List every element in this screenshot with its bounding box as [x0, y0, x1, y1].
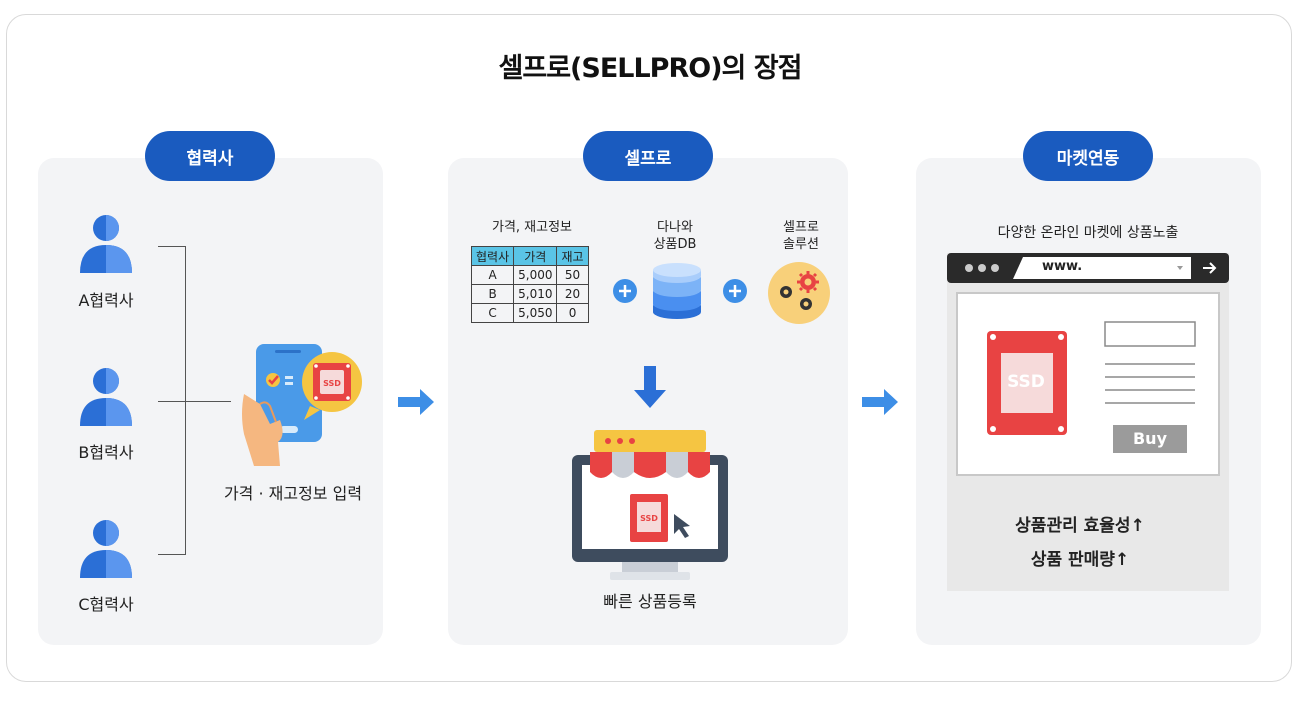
table-cell: B	[470, 284, 515, 304]
arrow-down-icon	[634, 366, 666, 408]
person-icon	[80, 520, 132, 578]
browser-icon	[947, 253, 1229, 591]
benefit-line-2: 상품 판매량↑	[990, 545, 1170, 570]
partner-input-label: 가격 · 재고정보 입력	[223, 484, 363, 503]
partner-c-label: C협력사	[78, 595, 134, 614]
table-header-cell: 협력사	[470, 246, 515, 266]
partner-header: 협력사	[145, 131, 275, 181]
phone-icon: SSD	[242, 344, 362, 466]
table-cell: 50	[556, 265, 589, 285]
table-cell: C	[470, 303, 515, 323]
connector-line	[158, 554, 186, 555]
table-cell: 5,050	[513, 303, 558, 323]
svg-text:SSD: SSD	[640, 514, 658, 523]
connector-line	[185, 246, 186, 555]
table-header-cell: 가격	[513, 246, 558, 266]
database-icon	[653, 263, 701, 319]
arrow-right-icon	[862, 389, 898, 415]
person-icon	[80, 368, 132, 426]
ssd-chip-label: SSD	[1007, 372, 1045, 392]
plus-icon	[613, 279, 637, 303]
table-cell: 5,000	[513, 265, 558, 285]
solution-label-1: 셀프로	[783, 220, 819, 235]
buy-button[interactable]: Buy	[1132, 429, 1167, 448]
arrow-up-icon: ↑	[1130, 516, 1145, 536]
table-row: C 5,050 0	[470, 303, 589, 323]
table-row: B 5,010 20	[470, 284, 589, 304]
price-stock-table: 협력사 가격 재고 A 5,000 50 B 5,010 20 C 5,050 …	[470, 246, 589, 323]
arrow-right-icon	[398, 389, 434, 415]
ssd-chip-icon: SSD	[313, 363, 351, 401]
table-header-cell: 재고	[556, 246, 589, 266]
benefit-1-text: 상품관리 효율성	[1015, 516, 1131, 536]
svg-text:SSD: SSD	[323, 379, 341, 388]
table-cell: 5,010	[513, 284, 558, 304]
sellpro-result-label: 빠른 상품등록	[603, 592, 697, 611]
store-icon: SSD	[572, 430, 728, 580]
market-caption: 다양한 온라인 마켓에 상품노출	[997, 225, 1179, 241]
person-icon	[80, 215, 132, 273]
table-cell: A	[470, 265, 515, 285]
db-label-2: 상품DB	[653, 237, 697, 252]
sellpro-header: 셀프로	[583, 131, 713, 181]
benefit-line-1: 상품관리 효율성↑	[990, 511, 1170, 536]
partner-b-label: B협력사	[78, 443, 134, 462]
gear-icon	[768, 262, 830, 324]
connector-line	[158, 401, 231, 402]
db-label-1: 다나와	[657, 220, 693, 235]
page-title: 셀프로(SELLPRO)의 장점	[498, 53, 803, 84]
plus-icon	[723, 279, 747, 303]
table-row: A 5,000 50	[470, 265, 589, 285]
url-text: www.	[1042, 259, 1083, 274]
solution-label-2: 솔루션	[783, 237, 819, 252]
table-cell: 0	[556, 303, 589, 323]
market-header: 마켓연동	[1023, 131, 1153, 181]
connector-line	[158, 246, 186, 247]
table-cell: 20	[556, 284, 589, 304]
arrow-up-icon: ↑	[1114, 550, 1130, 570]
benefit-2-text: 상품 판매량	[1030, 550, 1115, 570]
table-title: 가격, 재고정보	[491, 220, 573, 235]
cursor-icon	[674, 514, 690, 538]
partner-a-label: A협력사	[78, 291, 134, 310]
